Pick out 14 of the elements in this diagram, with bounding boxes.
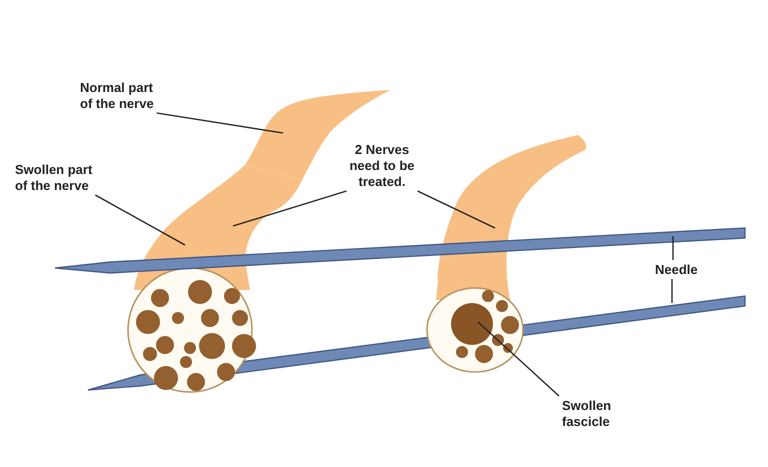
part-label: Needle bbox=[655, 262, 715, 278]
leader-line bbox=[156, 112, 284, 134]
needle-drawing bbox=[54, 227, 746, 274]
leader-line bbox=[671, 279, 673, 303]
leader-line bbox=[232, 190, 347, 227]
leader-line bbox=[417, 190, 496, 229]
part-label: Normal part of the nerve bbox=[80, 80, 162, 112]
leader-line bbox=[478, 322, 560, 396]
leader-line bbox=[672, 236, 674, 260]
part-label: Swollen part of the nerve bbox=[15, 162, 99, 194]
part-label: 2 Nerves need to be treated. bbox=[344, 142, 420, 190]
leader-line bbox=[94, 194, 186, 246]
part-label: Swollen fascicle bbox=[562, 398, 642, 430]
swollen-fascicle bbox=[451, 303, 493, 345]
